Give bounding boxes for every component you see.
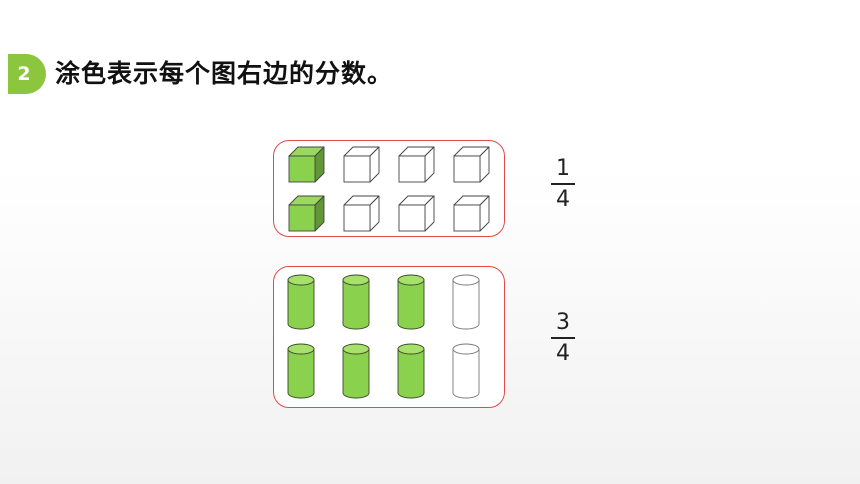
- cylinder-blank: [452, 274, 480, 330]
- cylinder-grid: [287, 274, 480, 399]
- cube-shaded: [288, 195, 325, 232]
- fraction-numerator: 1: [556, 156, 570, 181]
- fraction-bar: [551, 183, 575, 185]
- cube-grid: [288, 146, 490, 232]
- cube-blank: [398, 195, 435, 232]
- cylinder-shaded: [287, 274, 315, 330]
- fraction-one-quarter: 1 4: [551, 157, 575, 212]
- exercise-number-badge: 2: [8, 54, 46, 94]
- cylinder-shaded: [397, 343, 425, 399]
- cube-blank: [398, 146, 435, 183]
- cube-blank: [453, 195, 490, 232]
- exercise-number: 2: [17, 63, 31, 85]
- cube-group-panel: [273, 140, 505, 237]
- cylinder-shaded: [287, 343, 315, 399]
- cube-shaded: [288, 146, 325, 183]
- fraction-denominator: 4: [556, 340, 570, 366]
- exercise-instruction: 涂色表示每个图右边的分数。: [55, 59, 394, 88]
- fraction-three-quarters: 3 4: [551, 311, 575, 366]
- cylinder-shaded: [342, 343, 370, 399]
- cube-blank: [453, 146, 490, 183]
- fraction-numerator: 3: [556, 310, 570, 335]
- fraction-bar: [551, 337, 575, 339]
- cube-blank: [343, 146, 380, 183]
- fraction-denominator: 4: [556, 186, 570, 212]
- cylinder-shaded: [397, 274, 425, 330]
- cube-blank: [343, 195, 380, 232]
- cylinder-group-panel: [273, 266, 505, 408]
- cylinder-shaded: [342, 274, 370, 330]
- badge-shape: [8, 54, 46, 94]
- cylinder-blank: [452, 343, 480, 399]
